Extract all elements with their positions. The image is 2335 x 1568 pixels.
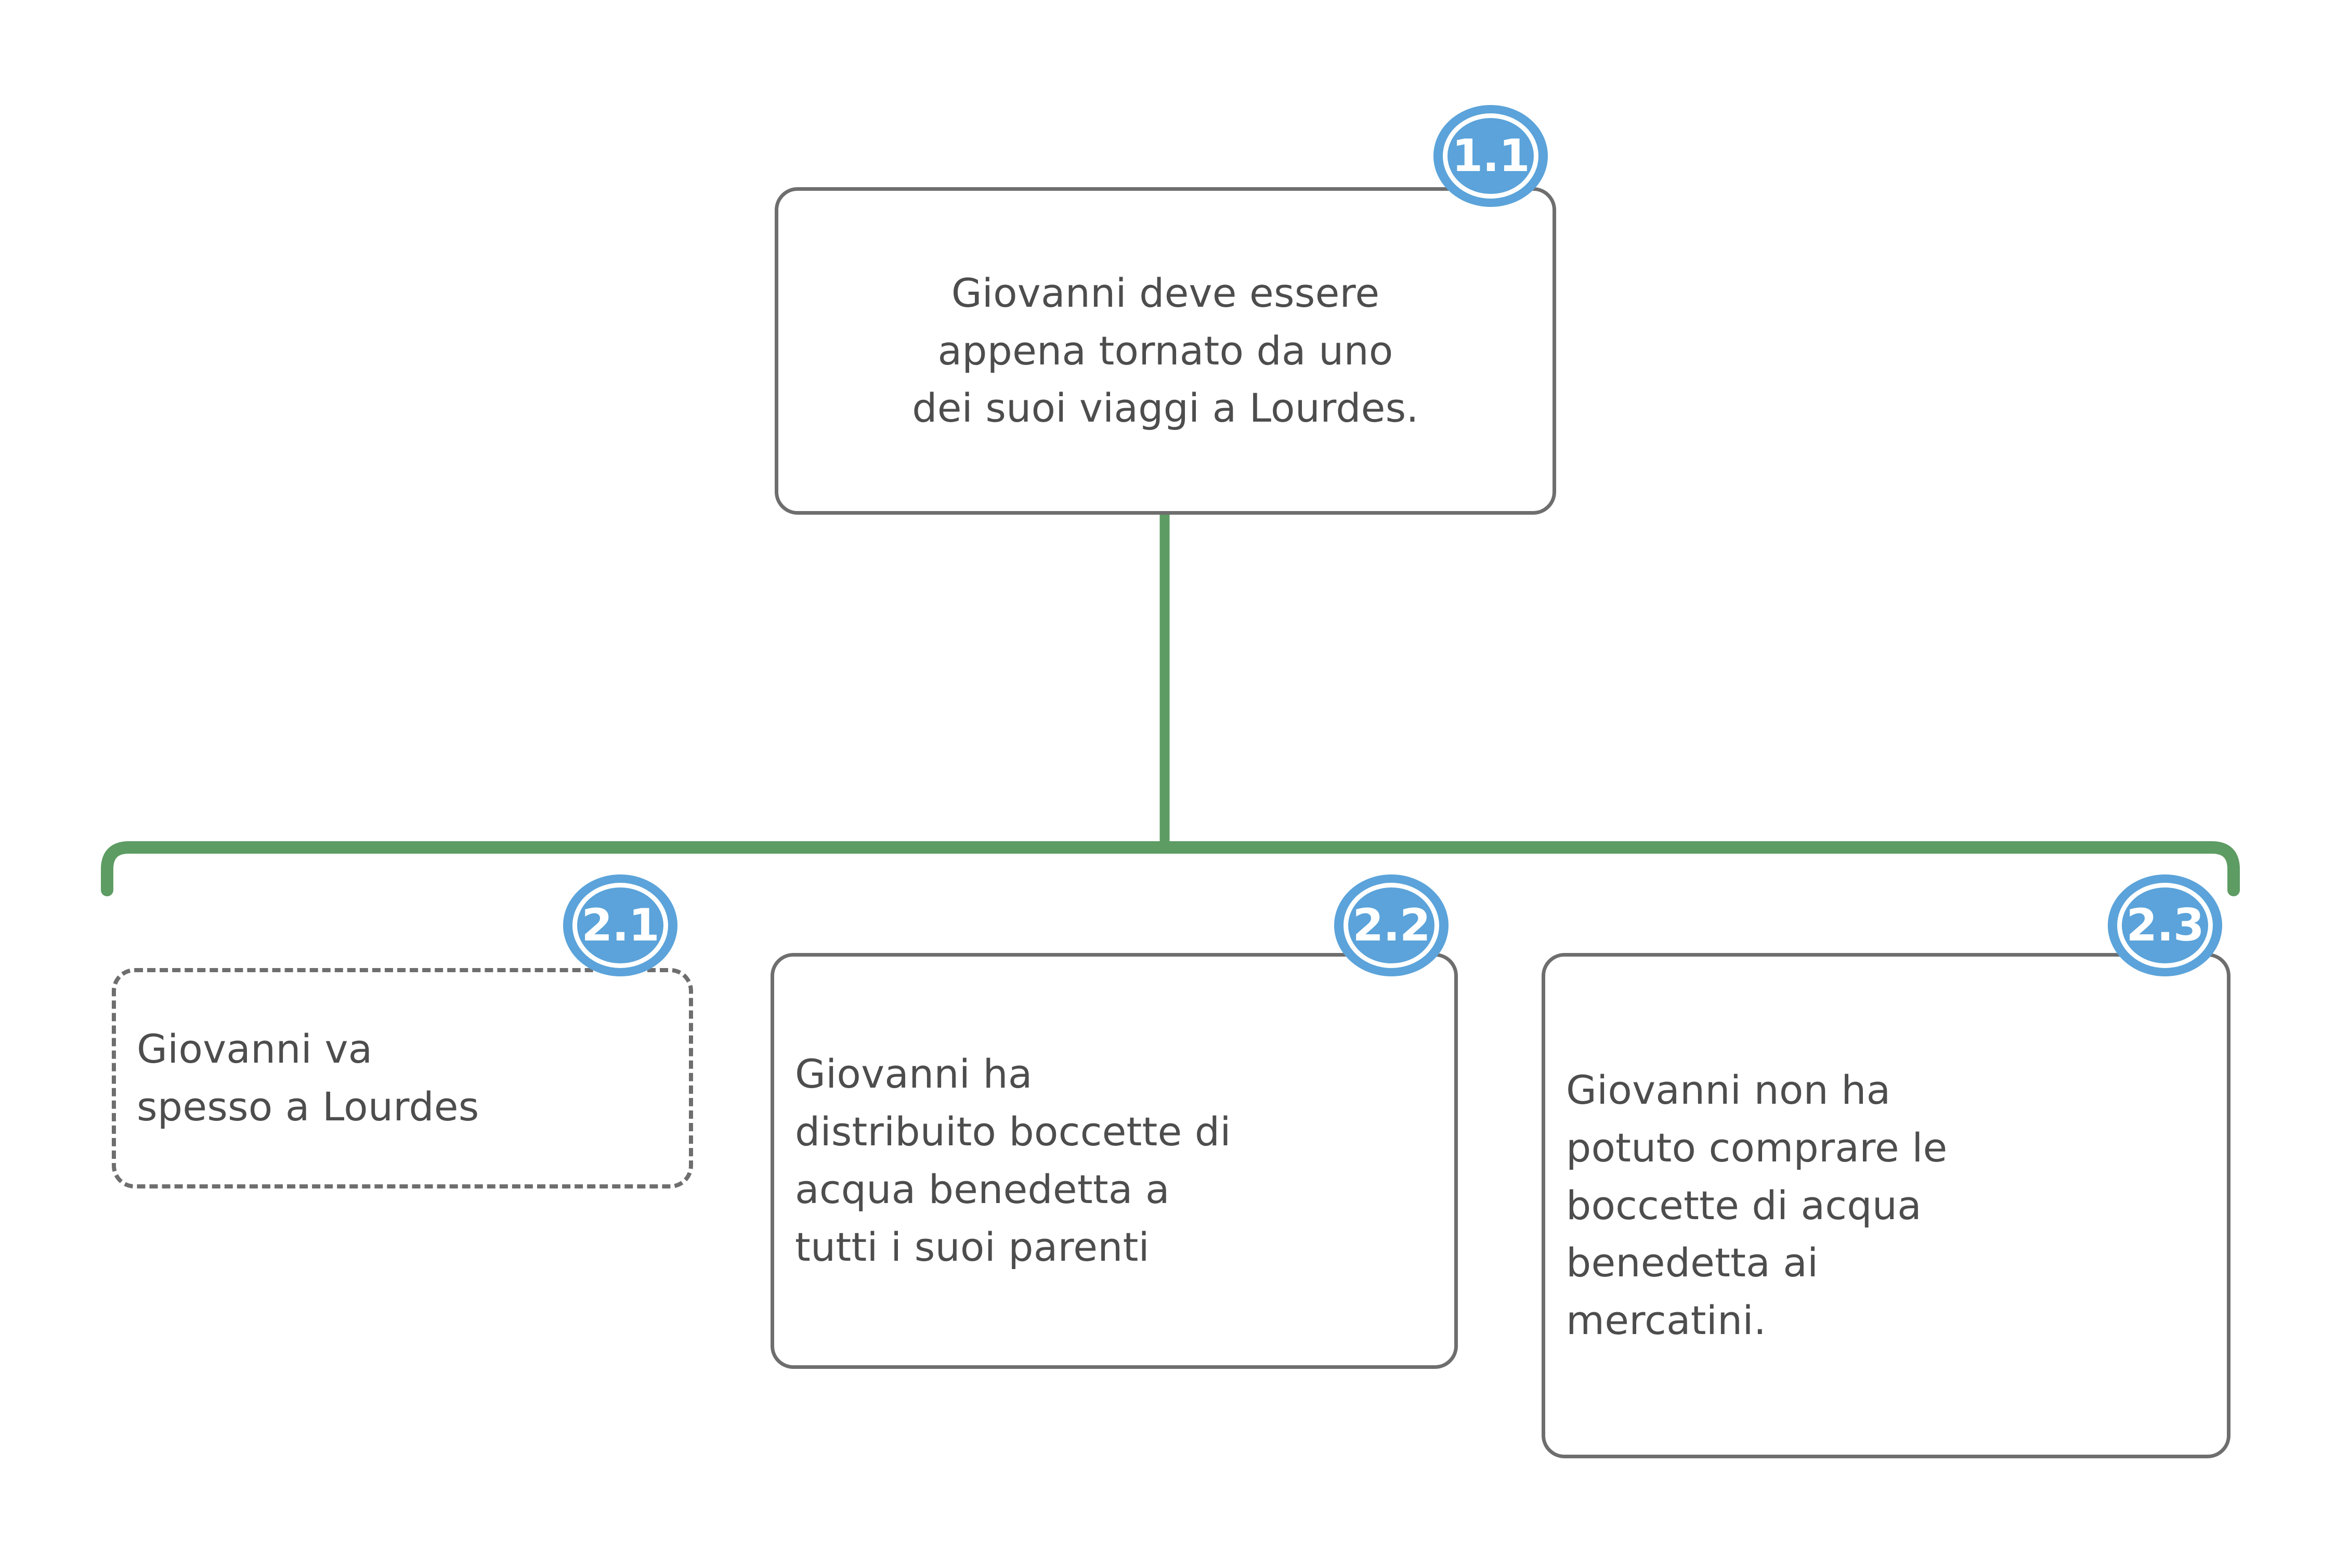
node-badge-2-1[interactable]: 2.1 (563, 874, 677, 976)
node-badge-2-3-label: 2.3 (2126, 899, 2204, 951)
claim-node-1-1-text: Giovanni deve essere appena tornato da u… (912, 269, 1419, 432)
claim-node-2-1[interactable]: Giovanni va spesso a Lourdes (112, 968, 693, 1188)
node-badge-1-1[interactable]: 1.1 (1433, 105, 1548, 207)
claim-node-2-1-text: Giovanni va spesso a Lourdes (137, 1026, 479, 1130)
node-badge-1-1-label: 1.1 (1452, 130, 1530, 182)
node-badge-2-1-label: 2.1 (581, 899, 659, 951)
claim-node-2-2-text: Giovanni ha distribuito boccette di acqu… (795, 1051, 1231, 1270)
claim-node-2-3-text: Giovanni non ha potuto comprare le bocce… (1566, 1066, 1948, 1344)
node-badge-2-2-label: 2.2 (1352, 899, 1430, 951)
claim-node-2-2[interactable]: Giovanni ha distribuito boccette di acqu… (771, 953, 1458, 1369)
claim-node-1-1[interactable]: Giovanni deve essere appena tornato da u… (775, 187, 1556, 515)
sibling-bar-connector (101, 841, 2240, 896)
claim-node-2-3[interactable]: Giovanni non ha potuto comprare le bocce… (1542, 953, 2230, 1458)
node-badge-2-2[interactable]: 2.2 (1334, 874, 1449, 976)
node-badge-2-3[interactable]: 2.3 (2108, 874, 2222, 976)
